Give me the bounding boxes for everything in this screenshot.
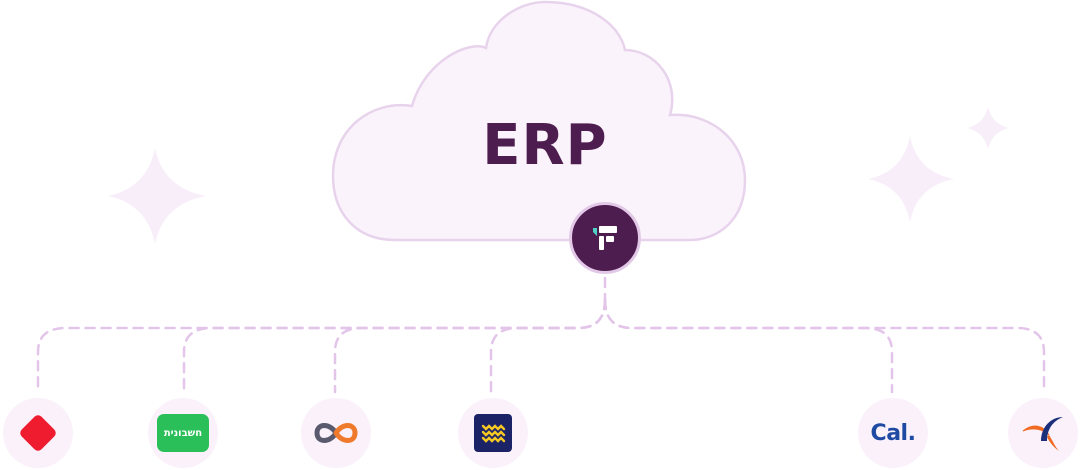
cloud-title: ERP: [482, 112, 608, 178]
integration-node-navy-square[interactable]: [458, 398, 528, 468]
connector-to-green-badge: [182, 298, 607, 394]
integration-node-red-diamond[interactable]: [3, 398, 73, 468]
app-logo-icon: [593, 226, 617, 250]
hub-node[interactable]: [569, 202, 641, 274]
green-badge-logo-icon: חשבונית: [157, 414, 209, 452]
erp-cloud: [331, 0, 747, 242]
red-diamond-logo-icon: [20, 415, 56, 451]
infinity-logo-icon: [314, 423, 358, 443]
navy-square-logo-icon: [474, 414, 512, 452]
integration-node-swoosh[interactable]: [1008, 398, 1078, 468]
connector-to-infinity: [333, 298, 607, 394]
connector-to-cal: [603, 298, 894, 394]
connector-to-swoosh: [603, 298, 1046, 394]
connector-to-red-diamond: [36, 298, 607, 394]
green-badge-label: חשבונית: [163, 427, 203, 439]
integration-node-green-badge[interactable]: חשבונית: [148, 398, 218, 468]
navy-square-pattern: [481, 424, 506, 443]
connector-to-navy-square: [489, 298, 607, 394]
cal-logo-icon: Cal.: [870, 420, 916, 446]
connector-lines: [36, 276, 1046, 394]
integration-node-cal[interactable]: Cal.: [858, 398, 928, 468]
sparkle-decoration: [967, 107, 1009, 149]
swoosh-logo-icon: [1022, 417, 1063, 451]
integration-node-infinity[interactable]: [301, 398, 371, 468]
sparkle-decoration: [108, 148, 206, 244]
sparkle-decoration: [868, 136, 954, 222]
